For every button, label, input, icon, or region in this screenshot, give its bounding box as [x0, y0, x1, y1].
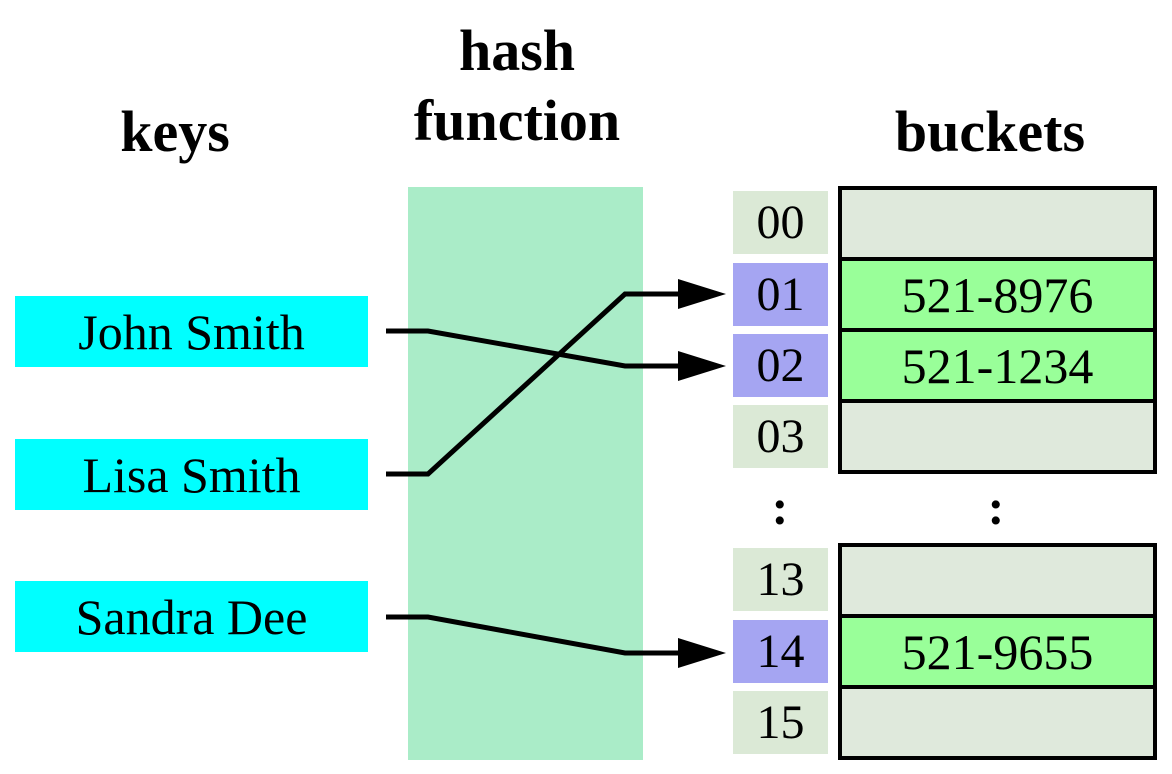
- bucket-value: 521-1234: [901, 337, 1094, 394]
- key-box-lisa-smith: Lisa Smith: [15, 439, 368, 510]
- index-cell-label: 13: [756, 553, 805, 606]
- index-cell-13: 13: [733, 548, 828, 611]
- hash-function-heading-line2: function: [413, 88, 621, 153]
- buckets-heading: buckets: [894, 99, 1086, 164]
- hash-function-heading: hash function: [414, 16, 620, 156]
- key-box-john-smith: John Smith: [15, 296, 368, 367]
- arrowhead-icon: [678, 279, 726, 309]
- index-cell-label: 02: [756, 339, 805, 392]
- index-cell-02: 02: [733, 334, 828, 397]
- bucket-ellipsis: :: [987, 479, 1005, 535]
- bucket-row-00: [842, 190, 1153, 257]
- index-cell-label: 14: [756, 625, 805, 678]
- key-label: Lisa Smith: [82, 446, 301, 503]
- key-box-sandra-dee: Sandra Dee: [15, 581, 368, 652]
- key-label: John Smith: [78, 303, 305, 360]
- index-cell-label: 01: [756, 268, 805, 321]
- bucket-row-01: 521-8976: [842, 257, 1153, 328]
- index-cell-label: 15: [756, 696, 805, 749]
- arrowhead-icon: [678, 351, 726, 381]
- bucket-value: 521-8976: [901, 266, 1094, 323]
- bucket-table-bottom: 521-9655: [838, 543, 1157, 760]
- arrowhead-icon: [678, 638, 726, 668]
- bucket-row-03: [842, 399, 1153, 470]
- bucket-row-02: 521-1234: [842, 328, 1153, 399]
- bucket-row-15: [842, 685, 1153, 756]
- keys-heading: keys: [120, 99, 230, 164]
- index-ellipsis: :: [771, 479, 789, 535]
- bucket-row-14: 521-9655: [842, 614, 1153, 685]
- hash-function-box: [408, 187, 643, 760]
- index-cell-15: 15: [733, 691, 828, 754]
- bucket-row-13: [842, 547, 1153, 614]
- bucket-table-top: 521-8976 521-1234: [838, 186, 1157, 474]
- index-cell-00: 00: [733, 191, 828, 254]
- key-label: Sandra Dee: [75, 588, 308, 645]
- hash-function-heading-line1: hash: [458, 18, 576, 83]
- index-cell-label: 00: [756, 196, 805, 249]
- index-cell-01: 01: [733, 263, 828, 326]
- bucket-value: 521-9655: [901, 623, 1094, 680]
- index-cell-14: 14: [733, 620, 828, 683]
- index-cell-label: 03: [756, 410, 805, 463]
- index-cell-03: 03: [733, 405, 828, 468]
